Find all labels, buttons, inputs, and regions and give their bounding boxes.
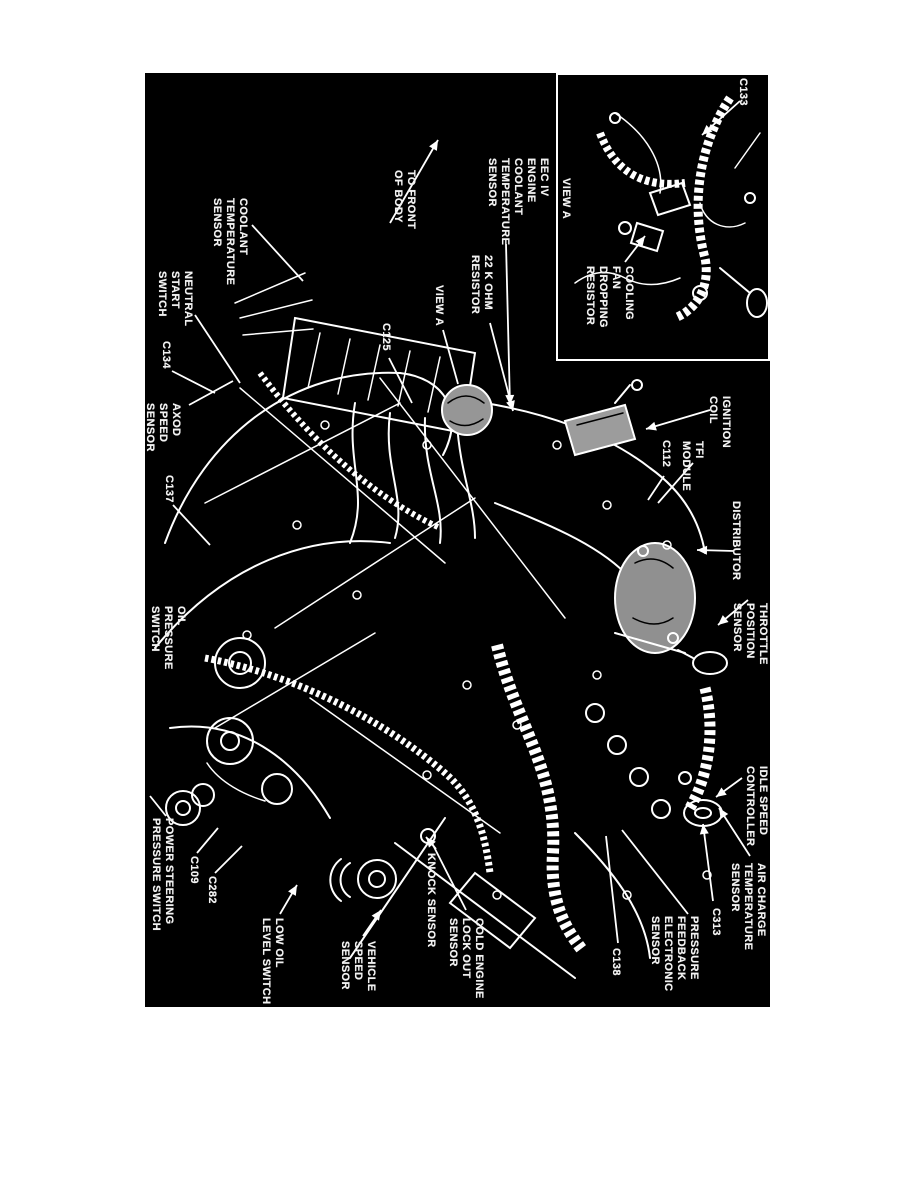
leader-arrowhead-22-k-ohm-resistor [506,400,515,411]
diagram-label-c133: C133 [737,78,749,106]
diagram-label-throttle-position-sensor: THROTTLE POSITION SENSOR [731,603,769,665]
diagram-label-distributor: DISTRIBUTOR [730,501,742,581]
leader-arrowhead-low-oil-level-switch [288,885,297,896]
leader-arrowhead-c133 [702,124,713,135]
diagram-label-c137: C137 [163,475,175,503]
diagram-label-c282: C282 [206,876,218,904]
diagram-label-coolant-temperature-sensor: COOLANT TEMPERATURE SENSOR [211,198,249,286]
leader-line-tfi-module [657,462,694,504]
diagram-label-axod-speed-sensor: AXOD SPEED SENSOR [145,403,182,452]
leader-line-c313 [702,823,714,902]
leader-line-c125 [388,357,413,404]
leader-line-c112 [647,475,665,501]
diagram-label-c109: C109 [188,856,200,884]
leader-line-c138 [605,835,619,944]
leader-line-neutral-start-switch [194,314,241,384]
leader-line-cold-engine-lock-out-sensor [430,840,467,911]
diagram-label-to-front-of-body: TO FRONT OF BODY [392,170,417,230]
leader-line-c282 [214,845,243,874]
leader-line-c137 [172,504,211,546]
leader-line-22-k-ohm-resistor [489,322,514,412]
diagram-label-knock-sensor: KNOCK SENSOR [425,853,437,948]
diagram-label-ignition-coil: IGNITION COIL [707,396,732,449]
leader-arrowhead-c313 [699,824,709,835]
leader-arrowhead-to-front-of-body [429,140,438,151]
diagram-label-c313: C313 [710,908,722,936]
diagram-label-view-a-inset-caption: VIEW A [560,178,572,220]
leader-line-axod-speed-sensor [188,380,234,406]
diagram-label-air-charge-temperature-sensor: AIR CHARGE TEMPERATURE SENSOR [729,863,767,951]
diagram-label-eec-iv-engine-coolant-temperature-sensor: EEC IV ENGINE COOLANT TEMPERATURE SENSOR [486,158,550,246]
leader-line-c134 [171,370,216,394]
leader-line-view-a-callout [442,329,459,385]
leader-line-power-steering-pressure-switch [149,795,167,817]
diagram-label-cooling-fan-dropping-resistor: COOLING FAN DROPPING RESISTOR [584,266,635,328]
diagram-label-c125: C125 [380,323,392,351]
leader-line-ignition-coil [645,409,711,430]
inset-line-art [574,95,768,323]
diagram-label-22-k-ohm-resistor: 22 K OHM RESISTOR [469,255,494,315]
diagram-label-pressure-feedback-electronic-sensor: PRESSURE FEEDBACK ELECTRONIC SENSOR [649,916,700,992]
leader-line-coolant-temperature-sensor [251,224,304,282]
leader-line-c109 [196,827,219,854]
leader-line-pressure-feedback-electronic-sensor [621,829,689,915]
diagram-label-vehicle-speed-sensor: VEHICLE SPEED SENSOR [339,941,377,992]
diagram-label-cold-engine-lock-out-sensor: COLD ENGINE LOCK OUT SENSOR [447,918,485,999]
diagram-label-neutral-start-switch: NEUTRAL START SWITCH [156,271,194,327]
leader-line-eec-iv-engine-coolant-temperature-sensor [505,243,511,406]
labels-layer: EEC IV ENGINE COOLANT TEMPERATURE SENSOR… [145,73,770,1007]
leader-arrowhead-distributor [697,545,708,555]
diagram-label-low-oil-level-switch: LOW OIL LEVEL SWITCH [260,918,285,1005]
leader-arrowhead-cooling-fan-dropping-resistor [635,236,645,247]
engine-art-group [154,95,768,979]
diagram-label-idle-speed-controller: IDLE SPEED CONTROLLER [744,766,769,847]
diagram-label-c112: C112 [660,440,672,468]
diagram-label-oil-pressure-switch: OIL PRESSURE SWITCH [149,606,187,670]
leader-arrowhead-ignition-coil [646,421,657,431]
leader-arrowhead-air-charge-temperature-sensor [719,808,729,819]
diagram-label-c134: C134 [160,341,172,369]
leader-layer [149,100,751,944]
diagram-label-power-steering-pressure-switch: POWER STEERING PRESSURE SWITCH [150,818,175,931]
diagram-label-tfi-module: TFI MODULE [680,441,705,492]
leader-arrowhead-idle-speed-controller [716,787,727,797]
engine-diagram-canvas: EEC IV ENGINE COOLANT TEMPERATURE SENSOR… [145,73,770,1007]
inset-view-frame [556,73,770,361]
engine-line-art [154,95,768,979]
leader-arrowhead-vehicle-speed-sensor [371,910,381,921]
leader-arrowhead-throttle-position-sensor [718,615,729,625]
diagram-label-view-a-callout: VIEW A [433,285,445,327]
leader-line-to-front-of-body [389,139,439,224]
diagram-label-c138: C138 [610,948,622,976]
